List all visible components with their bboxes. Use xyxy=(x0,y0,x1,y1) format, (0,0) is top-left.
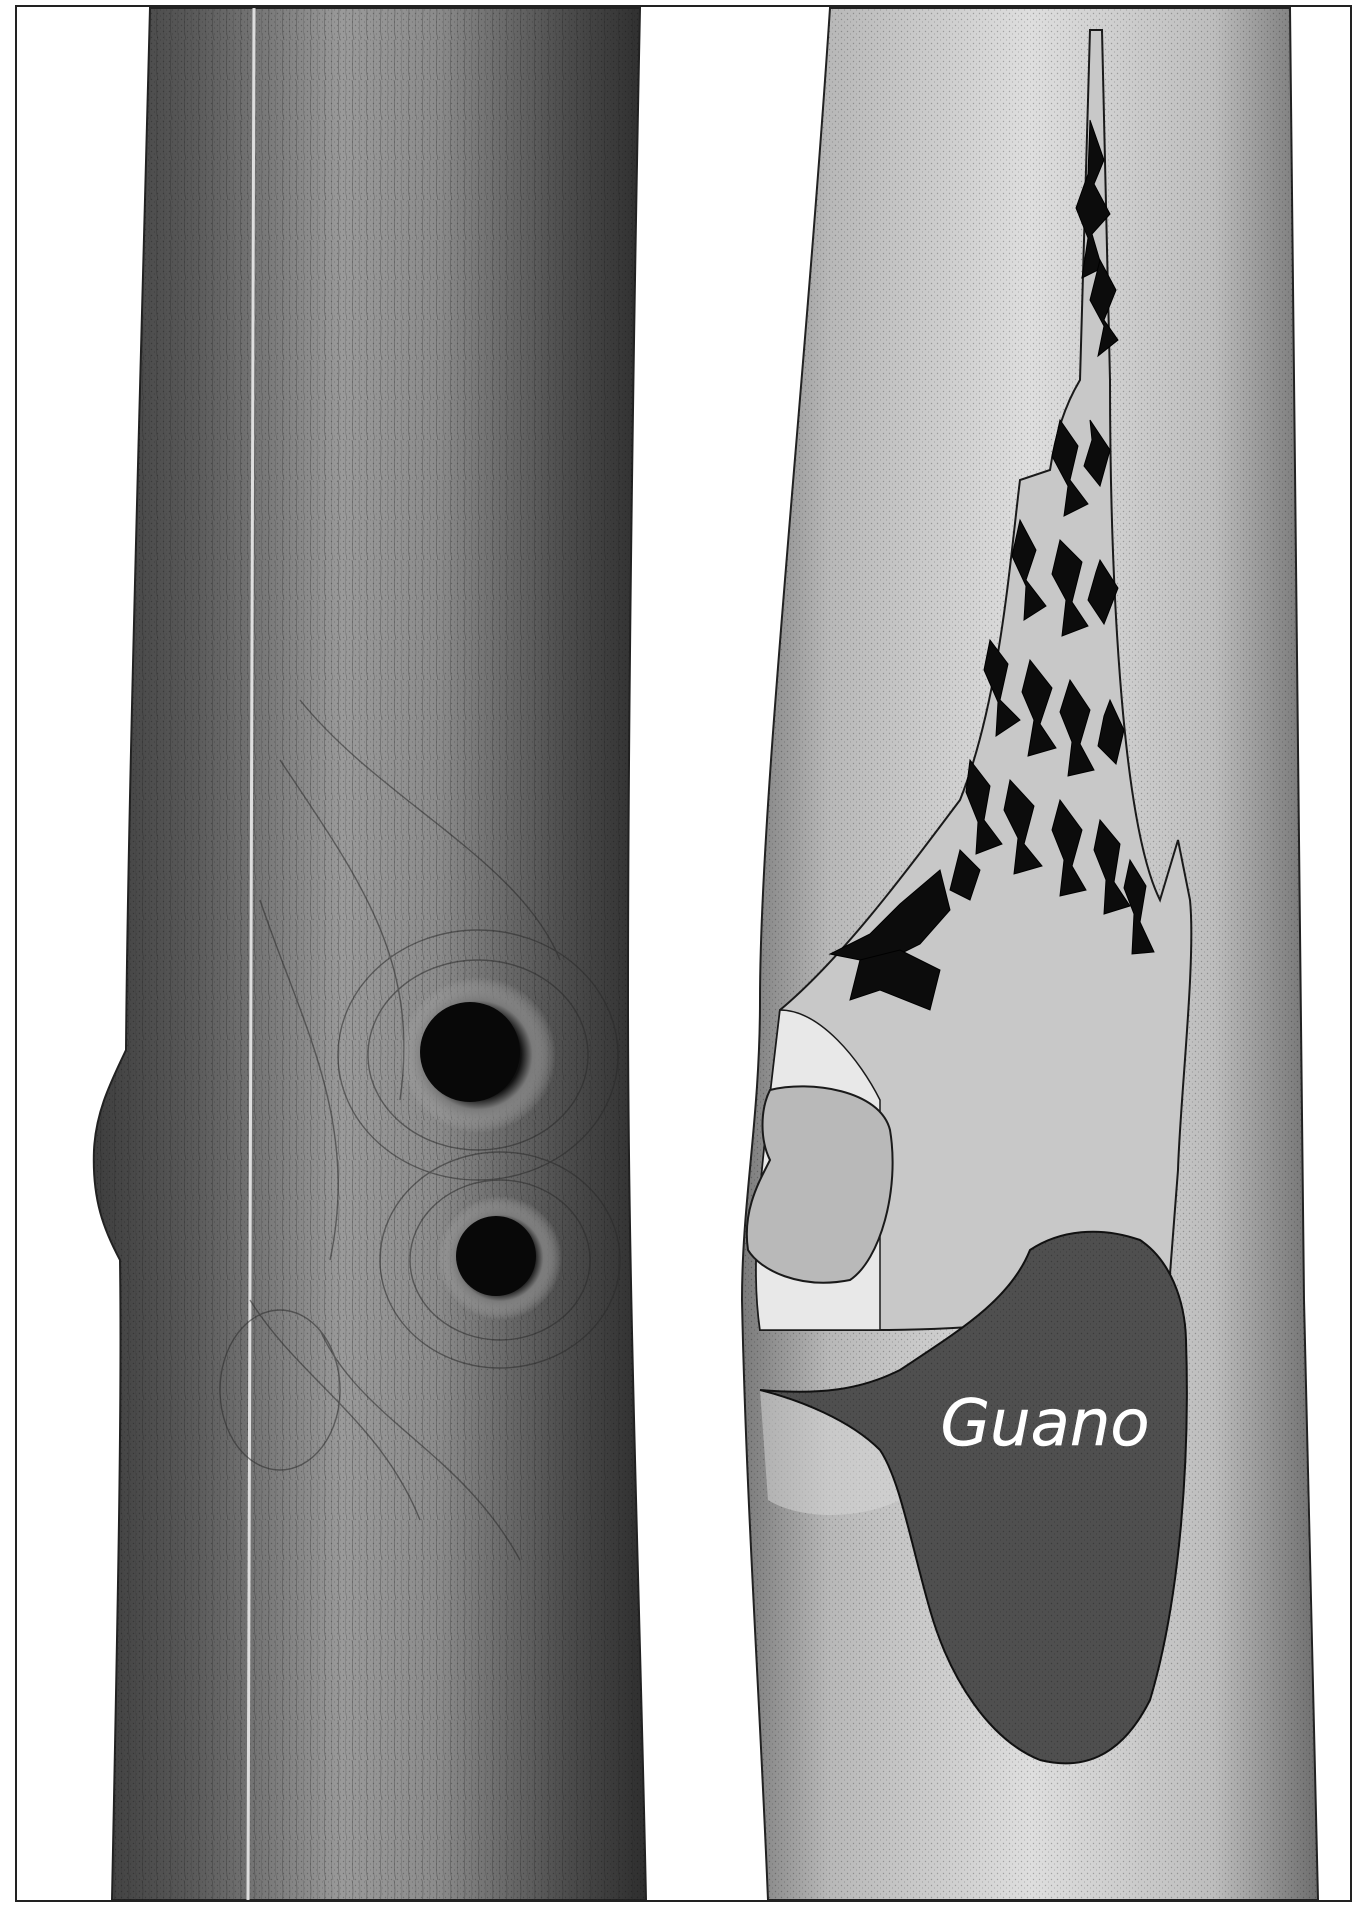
bark-lip xyxy=(747,1086,893,1282)
right-tree-trunk: Guano xyxy=(742,8,1318,1900)
guano-label: Guano xyxy=(940,1387,1149,1461)
left-tree-trunk xyxy=(94,8,646,1900)
roost-hole-upper xyxy=(420,1002,520,1102)
roost-hole-lower xyxy=(456,1216,536,1296)
